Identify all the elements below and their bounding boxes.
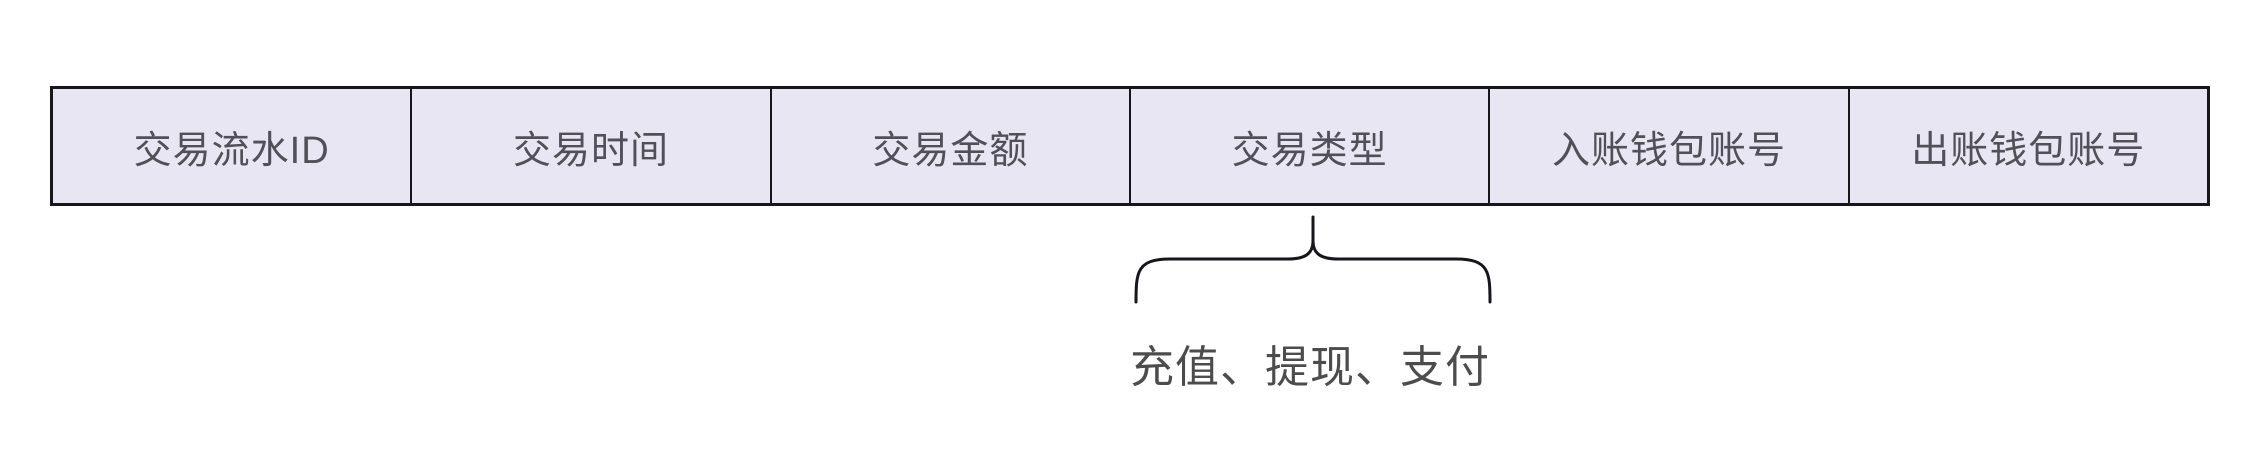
column-header-outgoing-wallet-account: 出账钱包账号 [1847, 89, 2207, 203]
transaction-table-header-row: 交易流水ID 交易时间 交易金额 交易类型 入账钱包账号 出账钱包账号 [50, 86, 2210, 206]
curly-brace-icon [1134, 215, 1492, 304]
column-header-transaction-type: 交易类型 [1128, 89, 1489, 203]
column-header-transaction-time: 交易时间 [410, 89, 770, 203]
column-header-transaction-id: 交易流水ID [53, 89, 411, 203]
column-header-transaction-amount: 交易金额 [769, 89, 1129, 203]
transaction-type-values-label: 充值、提现、支付 [1130, 343, 1490, 392]
column-header-incoming-wallet-account: 入账钱包账号 [1488, 89, 1848, 203]
